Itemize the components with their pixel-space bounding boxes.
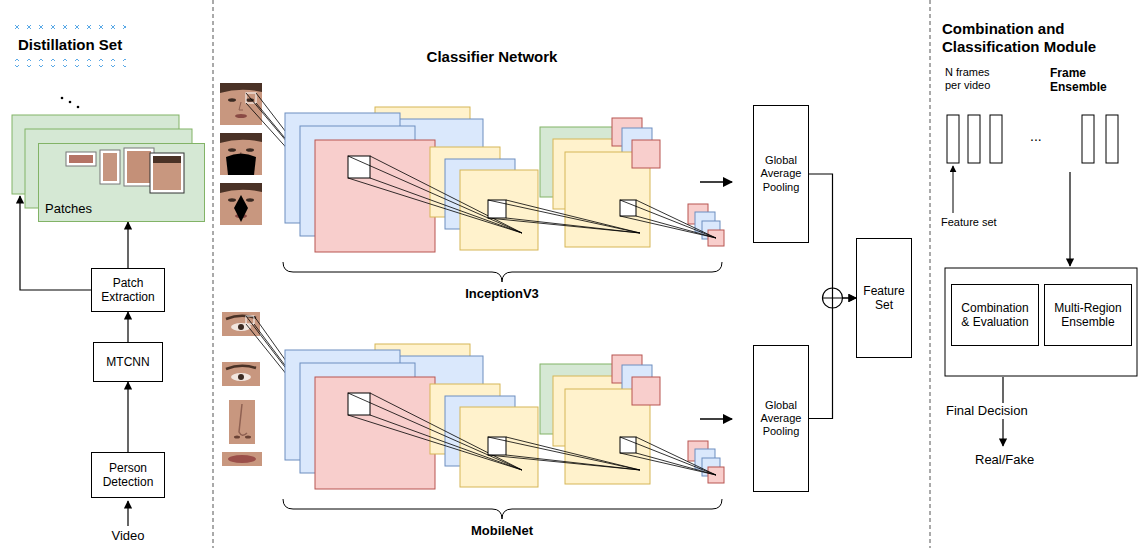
flow-arrow bbox=[127, 382, 128, 452]
section-divider bbox=[213, 0, 930, 548]
patch-panel: Patches bbox=[38, 143, 205, 222]
process-box: Combination & Evaluation bbox=[951, 284, 1039, 346]
flow-arrow bbox=[127, 222, 128, 268]
input-faces bbox=[220, 133, 262, 175]
node-text: Feature Set bbox=[861, 284, 907, 313]
patch-thumbnails bbox=[69, 155, 93, 163]
node-text: Global Average Pooling bbox=[758, 399, 804, 439]
input-faces bbox=[226, 154, 256, 176]
patch-thumbnails bbox=[127, 151, 151, 183]
patch-thumbnails bbox=[150, 153, 184, 193]
network-name: MobileNet bbox=[471, 523, 533, 539]
input-patches bbox=[222, 362, 260, 386]
input-patches bbox=[229, 400, 255, 444]
input-patches bbox=[231, 373, 251, 381]
more-dots bbox=[69, 101, 72, 104]
sum-symbol bbox=[823, 288, 843, 308]
input-patches bbox=[239, 404, 247, 435]
cnn-network bbox=[283, 107, 732, 282]
node-text: Person Detection bbox=[96, 461, 160, 490]
input-patches bbox=[234, 436, 240, 439]
feature-box: Feature Set bbox=[856, 238, 912, 358]
cnn-network bbox=[283, 344, 732, 519]
section-title: Distillation Set bbox=[18, 36, 122, 54]
ellipsis-label: ... bbox=[1030, 128, 1042, 145]
title-marks bbox=[12, 59, 126, 67]
process-box: Multi-Region Ensemble bbox=[1044, 284, 1132, 346]
node-text: Multi-Region Ensemble bbox=[1049, 301, 1127, 330]
flow-arrow bbox=[809, 174, 856, 298]
note-label: Feature set bbox=[941, 216, 997, 229]
cnn-network bbox=[283, 107, 732, 519]
input-patches bbox=[229, 400, 255, 444]
title-marks bbox=[12, 25, 126, 33]
section-divider bbox=[213, 0, 214, 548]
patch-thumbnails bbox=[153, 156, 181, 190]
patch-thumbnails bbox=[66, 152, 96, 166]
network-name: InceptionV3 bbox=[465, 286, 539, 302]
input-patches bbox=[238, 324, 244, 330]
frame-ensemble bbox=[953, 166, 954, 213]
input-patches bbox=[238, 374, 244, 380]
patch-thumbnails bbox=[103, 153, 117, 181]
frame-ensemble bbox=[1106, 115, 1118, 163]
section-divider bbox=[930, 0, 931, 548]
frame-ensemble bbox=[947, 115, 959, 163]
patch-thumbnails bbox=[153, 156, 181, 163]
output-label: Real/Fake bbox=[975, 452, 1034, 468]
sum-symbol bbox=[823, 288, 843, 308]
flow-arrow bbox=[127, 312, 128, 342]
more-dots bbox=[61, 97, 64, 100]
input-faces bbox=[234, 195, 248, 222]
node-text: Patch Extraction bbox=[96, 276, 160, 305]
flow-arrow bbox=[20, 196, 92, 290]
process-box: Patch Extraction bbox=[91, 268, 165, 312]
input-patches bbox=[222, 362, 260, 386]
frame-ensemble bbox=[990, 115, 1002, 163]
input-label: Video bbox=[111, 528, 144, 544]
input-faces bbox=[220, 183, 262, 225]
section-title: Classifier Network bbox=[427, 48, 558, 66]
frame-ensemble bbox=[1082, 115, 1094, 163]
section-title: Combination and Classification Module bbox=[942, 20, 1138, 56]
flow-arrow bbox=[127, 501, 128, 526]
note-label: Frame Ensemble bbox=[1050, 66, 1130, 95]
pooling-box: Global Average Pooling bbox=[753, 345, 809, 492]
pooling-box: Global Average Pooling bbox=[753, 105, 809, 243]
frame-ensemble bbox=[945, 115, 1137, 446]
patch-thumbnails bbox=[100, 150, 120, 184]
process-box: Person Detection bbox=[91, 452, 165, 498]
input-patches bbox=[222, 452, 262, 466]
input-patches bbox=[222, 452, 262, 466]
frame-ensemble bbox=[968, 115, 980, 163]
patch-stack bbox=[38, 143, 205, 222]
input-patches bbox=[245, 436, 251, 439]
frame-ensemble bbox=[1069, 172, 1070, 266]
patch-thumbnails bbox=[66, 148, 184, 193]
input-patches bbox=[226, 366, 256, 369]
arrow-label: Final Decision bbox=[944, 403, 1030, 419]
sum-symbol bbox=[823, 288, 843, 308]
more-dots bbox=[77, 106, 80, 109]
node-text: MTCNN bbox=[106, 355, 149, 369]
flow-arrow bbox=[809, 298, 856, 419]
node-text: Patches bbox=[45, 201, 92, 217]
input-patches bbox=[228, 455, 256, 463]
note-label: N frames per video bbox=[945, 66, 1003, 92]
frame-ensemble bbox=[945, 268, 1137, 376]
patch-stack bbox=[12, 115, 205, 222]
node-text: Combination & Evaluation bbox=[956, 301, 1034, 330]
more-dots bbox=[61, 97, 80, 109]
process-box: MTCNN bbox=[93, 342, 163, 382]
title-marks bbox=[12, 25, 126, 67]
node-text: Global Average Pooling bbox=[758, 154, 804, 194]
